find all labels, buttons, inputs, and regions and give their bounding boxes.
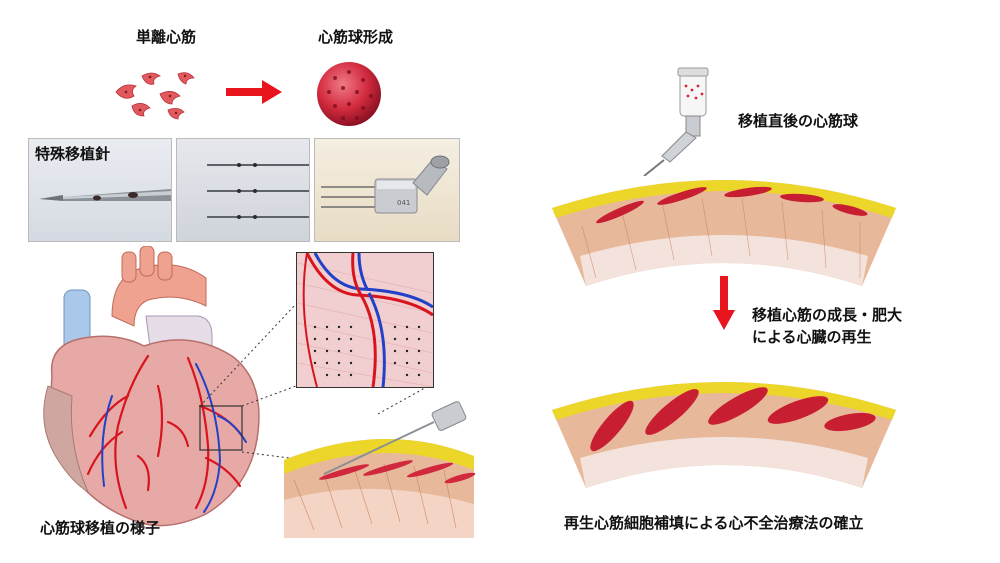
- label-growth-line1: 移植心筋の成長・肥大: [752, 304, 902, 325]
- cross-section-regenerated: [552, 362, 896, 488]
- label-conclusion: 再生心筋細胞補填による心不全治療法の確立: [564, 512, 864, 533]
- zoom-panel-vessel-grid: [296, 252, 434, 388]
- red-arrow-down: [713, 276, 735, 330]
- label-growth-line2: による心臓の再生: [752, 326, 872, 347]
- cross-section-just-after: [552, 160, 896, 286]
- label-spheroid-just-after: 移植直後の心筋球: [738, 110, 858, 131]
- injection-cross-section: [284, 400, 504, 538]
